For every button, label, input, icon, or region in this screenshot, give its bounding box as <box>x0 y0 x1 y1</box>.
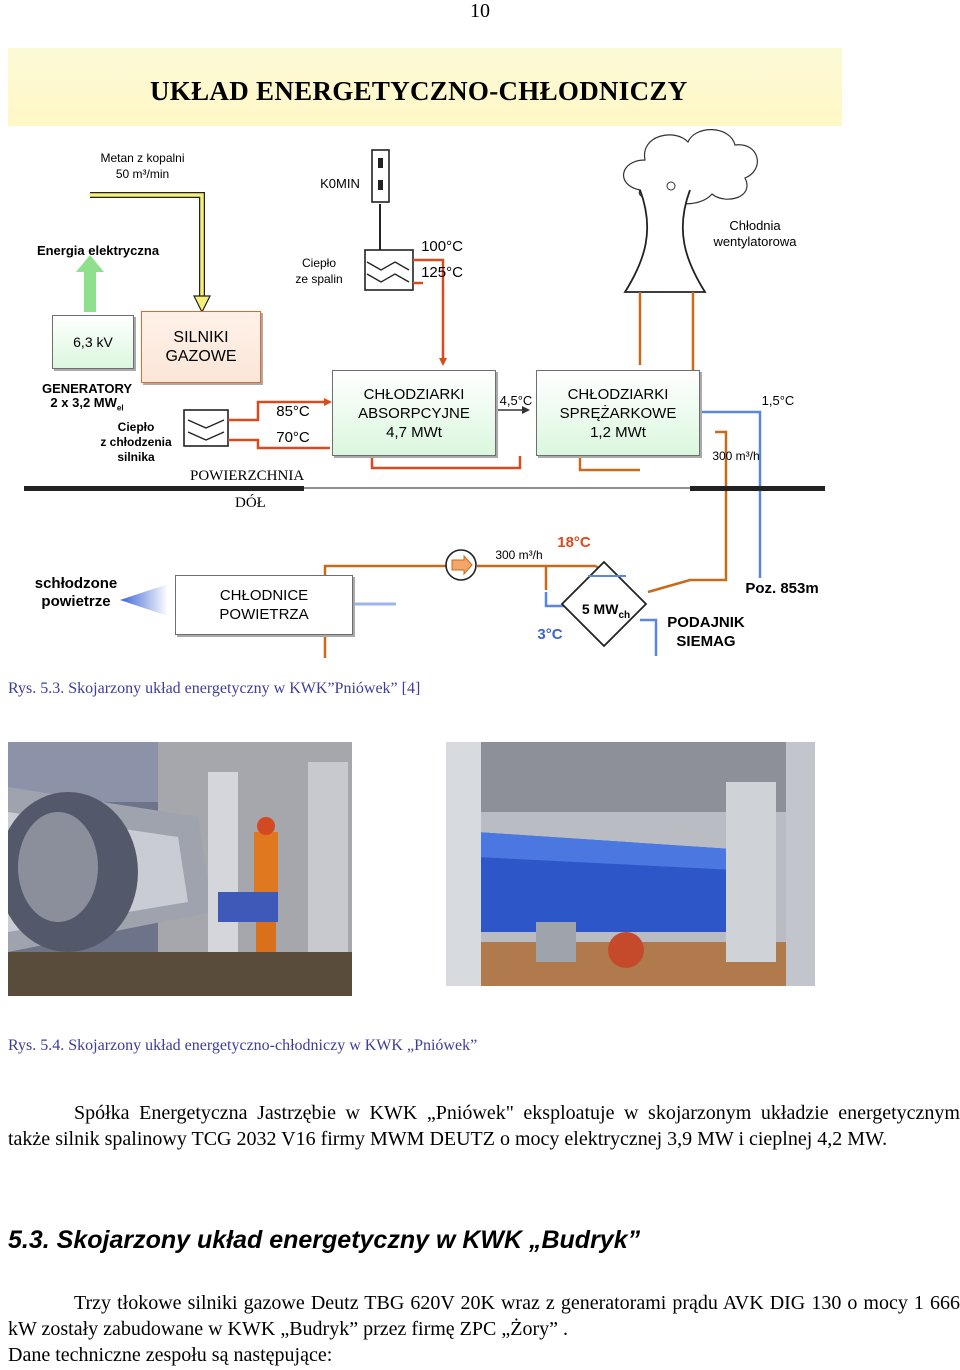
temp-15-label: 1,5°C <box>761 393 795 408</box>
komin-label: K0MIN <box>320 176 360 191</box>
temp-70-label: 70°C <box>276 429 310 446</box>
temp-3-label: 3°C <box>537 626 563 643</box>
flow-300-b-label: 300 m³/h <box>495 548 543 562</box>
ground-line-right <box>690 486 825 491</box>
fan-icon <box>666 181 676 191</box>
absorp-chillers-box: CHŁODZIARKI ABSORPCYJNE 4,7 MWt <box>332 370 496 456</box>
section-heading: 5.3. Skojarzony układ energetyczny w KWK… <box>8 1226 641 1254</box>
cooling-tower <box>623 189 707 293</box>
paragraph-2: Trzy tłokowe silniki gazowe Deutz TBG 62… <box>8 1292 960 1340</box>
title-banner <box>8 48 842 126</box>
powierzchnia-label: POWIERZCHNIA <box>190 468 305 484</box>
cieplo-chlodzenia-label: Ciepło z chłodzenia silnika <box>100 420 172 464</box>
paragraph-1: Spółka Energetyczna Jastrzębie w KWK „Pn… <box>8 1102 960 1150</box>
ground-line-left <box>24 486 304 491</box>
compressor-chillers-box: CHŁODZIARKI SPRĘŻARKOWE 1,2 MWt <box>536 370 700 456</box>
temp-45-label: 4,5°C <box>499 393 533 408</box>
diamond-heat-exchanger <box>560 560 648 648</box>
power-arrow <box>84 262 96 312</box>
exhaust-heat-exchanger-icon <box>364 249 414 291</box>
photo-heat-exchangers <box>8 742 352 996</box>
cooled-air-arrow <box>120 584 168 616</box>
kv-box: 6,3 kV <box>52 315 134 369</box>
diagram-title: UKŁAD ENERGETYCZNO-CHŁODNICZY <box>150 76 688 106</box>
figure-caption-1: Rys. 5.3. Skojarzony układ energetyczny … <box>8 680 421 697</box>
temp-18-label: 18°C <box>557 534 591 551</box>
paragraph-3: Dane techniczne zespołu są następujące: <box>8 1344 333 1366</box>
flow-300-a-label: 300 m³/h <box>712 449 760 463</box>
energia-label: Energia elektryczna <box>36 243 160 258</box>
temp-85-label: 85°C <box>276 403 310 420</box>
temp-125-label: 125°C <box>421 264 463 281</box>
poz-label: Poz. 853m <box>745 580 819 597</box>
mw-ch-label: 5 MWch <box>581 601 631 621</box>
page-number: 10 <box>470 0 490 22</box>
dol-label: DÓŁ <box>235 495 266 511</box>
temp-100-label: 100°C <box>421 238 463 255</box>
generatory-label: GENERATORY 2 x 3,2 MWel <box>41 381 133 413</box>
chimney-icon <box>371 149 390 203</box>
figure-caption-2: Rys. 5.4. Skojarzony układ energetyczno-… <box>8 1037 478 1054</box>
photo-gas-engines <box>446 742 815 986</box>
